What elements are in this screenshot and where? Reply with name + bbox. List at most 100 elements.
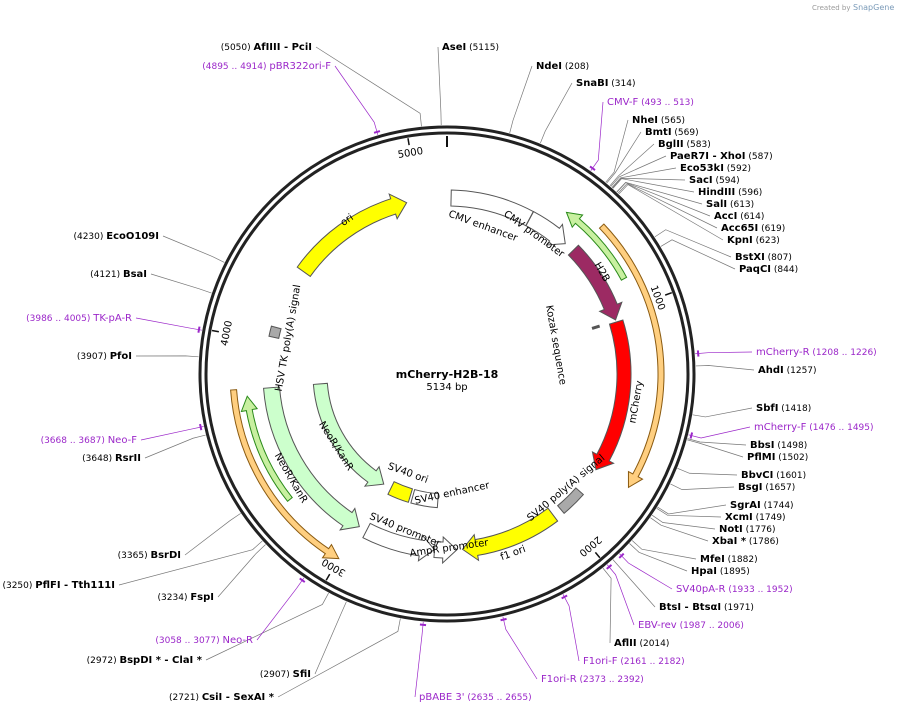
primer-mark-neo-r	[299, 577, 306, 583]
plasmid-length: 5134 bp	[426, 382, 467, 393]
enzyme-leader-acc65i	[617, 183, 718, 229]
enzyme-leader-paqci	[660, 239, 736, 270]
primer-mark-pbr322ori-f	[373, 130, 381, 134]
enzyme-leader-ndei	[509, 65, 533, 134]
enzyme-leader-bsgi	[670, 483, 735, 490]
enzyme-position: (1776)	[743, 525, 776, 535]
primer-mcherry-r: mCherry-R (1208 .. 1226)	[756, 347, 877, 358]
enzyme-site-bglii: BglII (583)	[658, 139, 711, 150]
enzyme-position: (1601)	[773, 471, 806, 481]
enzyme-leader-fspi	[217, 544, 266, 598]
enzyme-site-xcmi: XcmI (1749)	[725, 512, 786, 523]
primer-leader-tk-pa-r	[135, 317, 202, 331]
enzyme-site-snabi: SnaBI (314)	[576, 78, 635, 89]
enzyme-position: (587)	[746, 152, 773, 162]
enzyme-name: BbvCI	[741, 470, 773, 481]
primer-leader-ebv-rev	[606, 564, 635, 626]
primer-name: CMV-F	[607, 97, 638, 108]
label-sv40-ori: SV40 ori	[386, 461, 429, 486]
feature-cmv-promoter	[525, 210, 566, 246]
enzyme-site-acc65i: Acc65I (619)	[721, 223, 785, 234]
enzyme-leader-saci	[612, 177, 686, 189]
tick-label-5000: 5000	[397, 146, 424, 161]
feature-hsv-tk-poly-a-signal	[268, 325, 282, 339]
primer-range: (1933 .. 1952)	[725, 585, 792, 595]
enzyme-name: BglII	[658, 139, 684, 150]
inner-feature-neor-kanr	[312, 382, 385, 487]
enzyme-position: (1257)	[784, 366, 817, 376]
label-sv40-polya: SV40 poly(A) signal	[525, 453, 607, 524]
primer-mark-tk-pa-r	[197, 326, 201, 333]
tick-2000	[594, 551, 601, 559]
primer-sv40pa-r: SV40pA-R (1933 .. 1952)	[676, 584, 793, 595]
enzyme-name: BtsI - BtsαI	[659, 602, 721, 613]
enzyme-name: Acc65I	[721, 223, 758, 234]
enzyme-site-bsai: (4121) BsaI	[90, 269, 147, 280]
primer-range: (2635 .. 2655)	[465, 693, 532, 703]
primer-range: (1208 .. 1226)	[810, 348, 877, 358]
enzyme-leader-pflfi	[118, 540, 263, 586]
enzyme-leader-kpni	[618, 184, 724, 241]
enzyme-leader-bsai	[150, 273, 212, 294]
enzyme-name: SnaBI	[576, 78, 608, 89]
enzyme-site-bsrdi: (3365) BsrDI	[118, 550, 181, 561]
enzyme-leader-nhei	[605, 119, 629, 183]
feature-f1-ori	[461, 507, 559, 562]
enzyme-leader-bbsi	[687, 438, 747, 446]
enzyme-site-bspdi: (2972) BspDI * - ClaI *	[87, 655, 203, 666]
primer-name: pBABE 3'	[419, 692, 465, 703]
enzyme-position: (844)	[771, 265, 798, 275]
enzyme-leader-mfei	[631, 540, 697, 560]
primer-range: (2373 .. 2392)	[577, 675, 644, 685]
primer-name: Neo-R	[223, 635, 254, 646]
tick-label-4000: 4000	[220, 320, 235, 347]
enzyme-name: EcoO109I	[106, 231, 159, 242]
enzyme-site-bstxi: BstXI (807)	[735, 252, 792, 263]
enzyme-position: (1749)	[753, 513, 786, 523]
label-kozak: Kozak sequence	[543, 304, 568, 385]
primer-range: (4895 .. 4914)	[202, 62, 269, 72]
primer-range: (493 .. 513)	[638, 98, 694, 108]
enzyme-position: (1744)	[761, 501, 794, 511]
enzyme-name: RsrII	[115, 453, 141, 464]
enzyme-position: (4121)	[90, 270, 123, 280]
enzyme-leader-eco53ki	[611, 167, 677, 188]
primer-neo-f: (3668 .. 3687) Neo-F	[41, 435, 138, 446]
tick-5000	[407, 138, 410, 146]
enzyme-site-bbvci: BbvCI (1601)	[741, 470, 806, 481]
enzyme-leader-sbfi	[692, 407, 753, 418]
enzyme-position: (1657)	[762, 483, 795, 493]
enzyme-name: Eco53kI	[680, 163, 724, 174]
enzyme-position: (314)	[608, 79, 635, 89]
primer-f1ori-f: F1ori-F (2161 .. 2182)	[583, 656, 685, 667]
enzyme-leader-xbai	[650, 517, 709, 542]
enzyme-leader-asei	[437, 46, 442, 126]
feature-arrows	[263, 189, 632, 565]
feature-sv40-poly-a-signal	[556, 487, 585, 515]
enzyme-name: PflFI - Tth111I	[35, 580, 115, 591]
enzyme-position: (623)	[753, 236, 780, 246]
enzyme-site-paqci: PaqCI (844)	[739, 264, 798, 275]
enzyme-leader-noti	[651, 514, 716, 530]
enzyme-site-noti: NotI (1776)	[719, 524, 776, 535]
enzyme-position: (3250)	[2, 581, 35, 591]
primer-cmv-f: CMV-F (493 .. 513)	[607, 97, 694, 108]
credit-line: Created by SnapGene	[812, 3, 894, 12]
enzyme-position: (5050)	[221, 43, 254, 53]
enzyme-site-paer7i: PaeR7I - XhoI (587)	[670, 151, 773, 162]
enzyme-name: MfeI	[700, 554, 725, 565]
primer-leader-neo-r	[256, 577, 305, 641]
primer-leader-f1ori-f	[562, 594, 580, 662]
orf-neo-green	[240, 395, 293, 502]
plasmid-name: mCherry-H2B-18	[396, 368, 499, 381]
enzyme-name: BspDI * - ClaI *	[119, 655, 202, 666]
primer-name: Neo-F	[108, 435, 138, 446]
enzyme-site-pflmi: PflMI (1502)	[747, 452, 808, 463]
enzyme-position: (592)	[724, 164, 751, 174]
primer-mark-f1ori-f	[561, 594, 568, 600]
enzyme-site-sbfi: SbfI (1418)	[756, 403, 811, 414]
enzyme-site-sgrai: SgrAI (1744)	[730, 500, 794, 511]
enzyme-position: (1418)	[778, 404, 811, 414]
primer-range: (1987 .. 2006)	[677, 621, 744, 631]
